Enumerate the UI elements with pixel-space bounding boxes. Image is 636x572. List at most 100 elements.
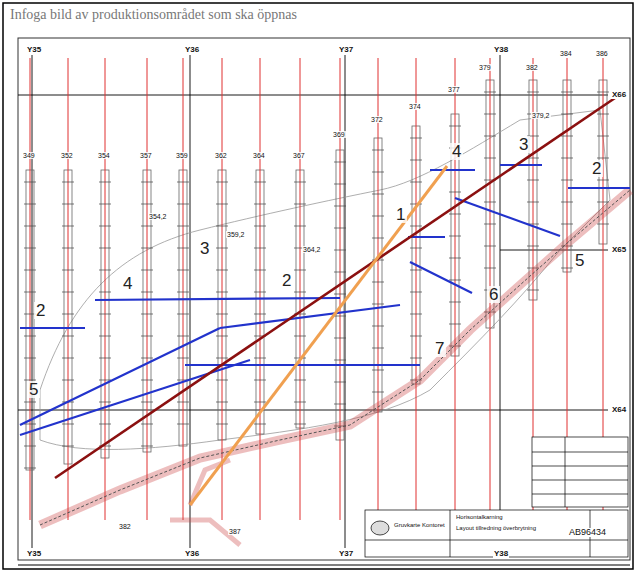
drift-tick (254, 226, 266, 227)
drift-tick (294, 380, 306, 381)
drift-tick (99, 402, 111, 403)
drift-tick (216, 270, 228, 271)
drift-tick (527, 92, 539, 93)
crosscut-number: 352 (60, 152, 74, 159)
drift-tick (527, 290, 539, 291)
grid-label: Y35 (26, 46, 42, 54)
drift-tick (372, 392, 384, 393)
drift-tick (24, 446, 36, 447)
drift-tick (254, 402, 266, 403)
drift-tick (410, 358, 422, 359)
drift-tick (410, 248, 422, 249)
drift-tick (484, 202, 496, 203)
drift-tick (141, 314, 153, 315)
drift-tick (216, 182, 228, 183)
drift-tick (177, 402, 189, 403)
crosscut-number: 374 (408, 103, 422, 110)
drift-tick (99, 380, 111, 381)
drift-tick (24, 270, 36, 271)
drift-tick (561, 158, 573, 159)
drift-tick (141, 380, 153, 381)
drift-tick (372, 194, 384, 195)
crosscut-line (378, 58, 379, 520)
crosscut-number: 382 (118, 523, 132, 530)
drift-tick (410, 270, 422, 271)
drift-tick (177, 292, 189, 293)
drift-tick (597, 224, 609, 225)
title-block-text: Horisontalkarning (455, 514, 504, 520)
drift-tick (527, 246, 539, 247)
drift-tick (561, 202, 573, 203)
drift-tick (294, 270, 306, 271)
crosscut-number: 362 (214, 152, 228, 159)
drift-tick (141, 270, 153, 271)
drift-tick (254, 292, 266, 293)
drift-tick (216, 424, 228, 425)
grid-label: Y38 (493, 550, 509, 558)
drift-tick (484, 246, 496, 247)
drift-tick (24, 358, 36, 359)
drift-tick (254, 424, 266, 425)
drift-tick (141, 204, 153, 205)
drift-tick (334, 316, 346, 317)
callout-number: 2 (280, 272, 293, 289)
drift-tick (62, 358, 74, 359)
drift-tick (24, 292, 36, 293)
drift-tick (334, 404, 346, 405)
drift-tick (99, 292, 111, 293)
drift-tick (141, 402, 153, 403)
crosscut-number: 354 (97, 152, 111, 159)
drift-tick (254, 270, 266, 271)
grid-label: X65 (611, 246, 627, 254)
crosscut-number: 379,2 (531, 112, 551, 119)
drift-tick (177, 270, 189, 271)
crosscut-line (340, 58, 341, 520)
drift-tick (24, 204, 36, 205)
drift-tick (99, 270, 111, 271)
drift-tick (561, 268, 573, 269)
drift-tick (334, 360, 346, 361)
drift-tick (24, 248, 36, 249)
drift-tick (372, 172, 384, 173)
crosscut-number: 384 (559, 50, 573, 57)
drift-tick (177, 358, 189, 359)
crosscut-number: 379 (478, 64, 492, 71)
drift-tick (99, 358, 111, 359)
crosscut-line (260, 58, 261, 520)
drift-tick (99, 424, 111, 425)
drift-tick (62, 336, 74, 337)
crosscut-number: 387 (228, 528, 242, 535)
crosscut-number: 359,2 (226, 231, 246, 238)
drift-tick (294, 292, 306, 293)
crosscut-number: 367 (292, 152, 306, 159)
drift-tick (597, 92, 609, 93)
drift-tick (484, 268, 496, 269)
drift-tick (484, 114, 496, 115)
drift-tick (334, 206, 346, 207)
drift-tick (372, 326, 384, 327)
grid-label: Y38 (493, 46, 509, 54)
drift-tick (254, 182, 266, 183)
drift-tick (177, 424, 189, 425)
crosscut-number: 349 (22, 152, 36, 159)
drift-tick (62, 248, 74, 249)
drift-tick (294, 204, 306, 205)
drift-tick (449, 214, 461, 215)
drift-tick (141, 358, 153, 359)
grid-label: Y36 (184, 550, 200, 558)
drift-tick (372, 150, 384, 151)
drift-tick (334, 184, 346, 185)
drift-tick (24, 402, 36, 403)
grid-label: Y37 (338, 46, 354, 54)
crosscut-number: 377 (447, 86, 461, 93)
drift-tick (597, 158, 609, 159)
crosscut-line (455, 58, 456, 520)
crosscut-number: 382 (525, 64, 539, 71)
drift-tick (141, 226, 153, 227)
drift-tick (597, 202, 609, 203)
drift-tick (597, 136, 609, 137)
title-block-text: Layout tillredning överbrytning (455, 525, 537, 531)
drift-tick (484, 92, 496, 93)
drift-tick (24, 424, 36, 425)
